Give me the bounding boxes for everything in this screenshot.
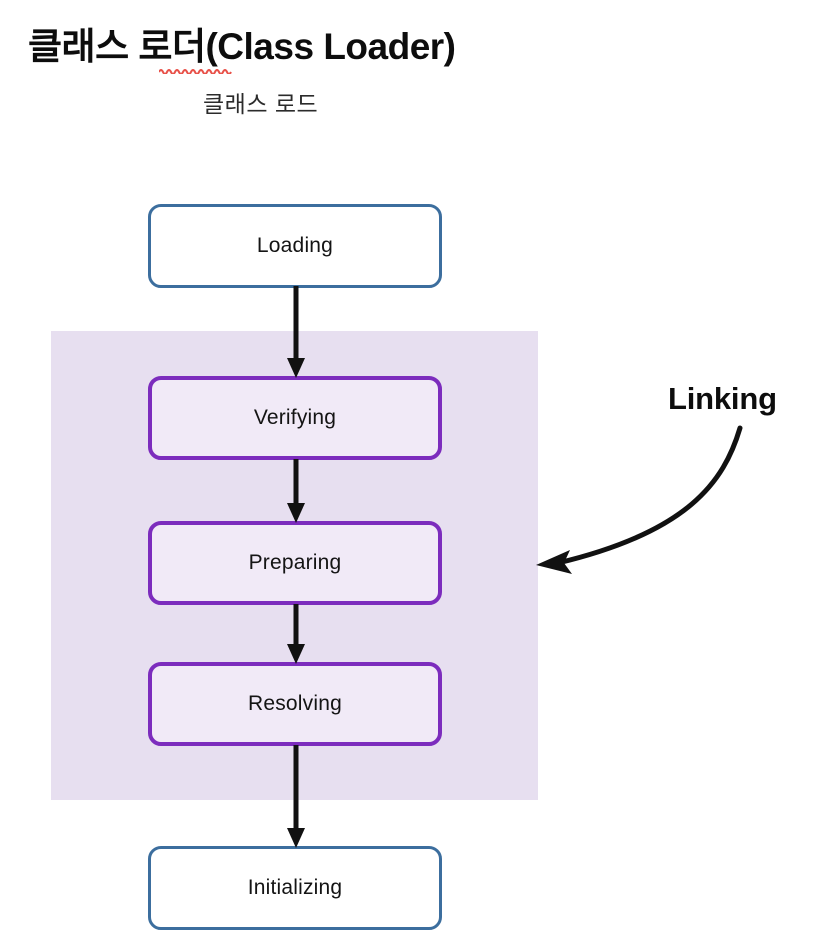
flow-step-preparing[interactable]: Preparing	[148, 521, 442, 605]
connector-arrow-resolving-to-initializing	[282, 745, 310, 848]
connector-arrow-loading-to-verifying	[282, 286, 310, 378]
linking-callout-arrow-icon	[528, 424, 758, 584]
flow-step-label: Loading	[256, 234, 334, 257]
flow-step-initializing[interactable]: Initializing	[148, 846, 442, 930]
flow-step-label: Initializing	[247, 876, 343, 899]
spellcheck-squiggle-icon	[159, 68, 232, 74]
flow-step-loading[interactable]: Loading	[148, 204, 442, 288]
linking-callout-label: Linking	[668, 381, 777, 416]
page-title: 클래스 로더(Class Loader)	[28, 26, 456, 67]
flow-step-label: Verifying	[253, 406, 337, 429]
connector-arrow-preparing-to-resolving	[282, 604, 310, 664]
flow-step-label: Preparing	[248, 551, 342, 574]
page-subtitle: 클래스 로드	[203, 91, 319, 117]
connector-arrow-verifying-to-preparing	[282, 459, 310, 523]
flow-step-label: Resolving	[247, 692, 342, 715]
flow-step-resolving[interactable]: Resolving	[148, 662, 442, 746]
flow-step-verifying[interactable]: Verifying	[148, 376, 442, 460]
